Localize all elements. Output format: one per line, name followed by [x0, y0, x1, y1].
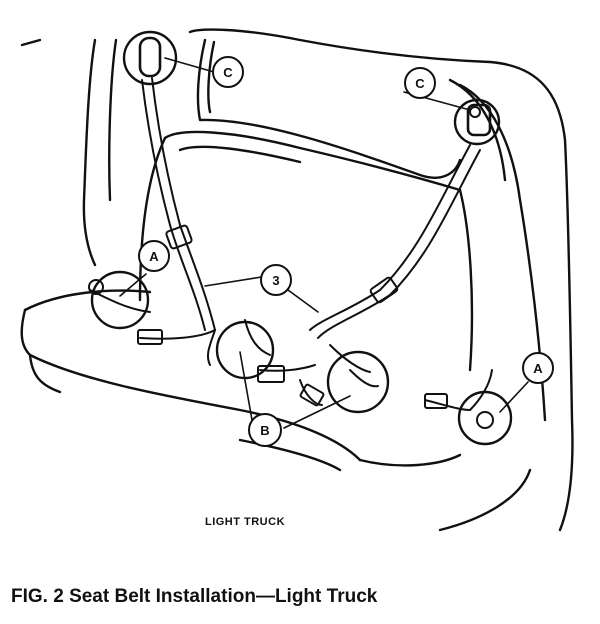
callout-a-left: A	[138, 240, 170, 272]
callout-a-right: A	[522, 352, 554, 384]
callout-c-right-label: C	[415, 76, 425, 91]
seat-back	[138, 130, 474, 372]
figure-caption: FIG. 2 Seat Belt Installation—Light Truc…	[11, 586, 378, 607]
callout-3: 3	[260, 264, 292, 296]
diagram-sublabel: LIGHT TRUCK	[205, 516, 285, 528]
seat-cushion	[20, 289, 462, 472]
left-shoulder-belt	[138, 36, 216, 331]
callout-circles	[90, 30, 513, 446]
right-shoulder-belt	[309, 103, 492, 339]
callout-c-left-label: C	[223, 65, 233, 80]
callout-b: B	[248, 413, 282, 447]
lap-belts	[89, 289, 493, 411]
anchor-bolts	[88, 106, 494, 429]
cab-outline	[20, 28, 574, 532]
callout-c-right: C	[404, 67, 436, 99]
callout-a-left-label: A	[149, 249, 159, 264]
callout-a-right-label: A	[533, 361, 543, 376]
callout-c-left: C	[212, 56, 244, 88]
callout-b-label: B	[260, 423, 269, 438]
callout-3-label: 3	[272, 273, 279, 288]
